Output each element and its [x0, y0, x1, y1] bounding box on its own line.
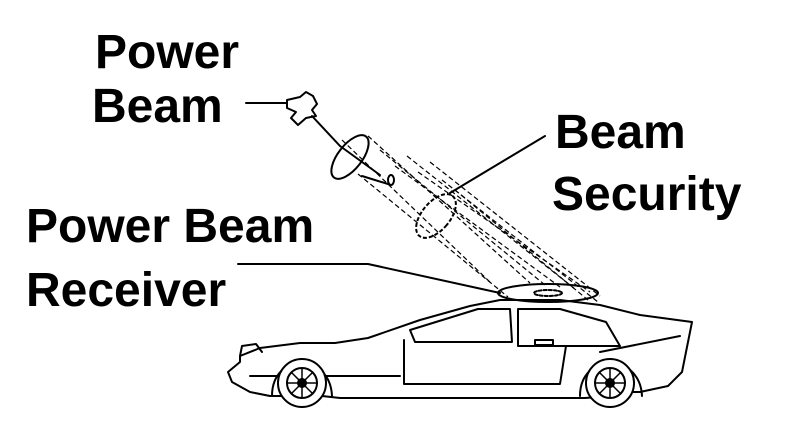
car-window: [409, 308, 513, 343]
source-ring: [330, 134, 370, 180]
emitter-stem: [311, 115, 341, 147]
front-wheel: [277, 358, 327, 408]
power-beam-cone: [341, 135, 601, 303]
beam-axis-node: [387, 174, 395, 186]
label-receiver-line1: Power Beam: [26, 200, 315, 253]
car-door: [403, 339, 567, 385]
leader-line-beam-security: [449, 135, 546, 194]
power-beam-receiver-dish: [497, 283, 599, 303]
car-door-handle: [534, 339, 554, 346]
label-beam-security-line2: Security: [552, 168, 742, 221]
car-rear-window: [517, 308, 621, 347]
label-power-beam-line2: Beam: [92, 80, 223, 133]
beam-security-ring: [415, 193, 457, 239]
label-power-beam-line1: Power: [95, 26, 240, 79]
label-receiver-line2: Receiver: [26, 264, 227, 317]
car-wheels: [277, 358, 635, 408]
beam-axis-lower: [361, 175, 389, 185]
car-body: [227, 299, 693, 399]
rear-wheel: [585, 358, 635, 408]
leader-line-receiver: [237, 263, 501, 294]
beam-emitter: [286, 91, 318, 126]
label-beam-security-line1: Beam: [555, 106, 686, 159]
